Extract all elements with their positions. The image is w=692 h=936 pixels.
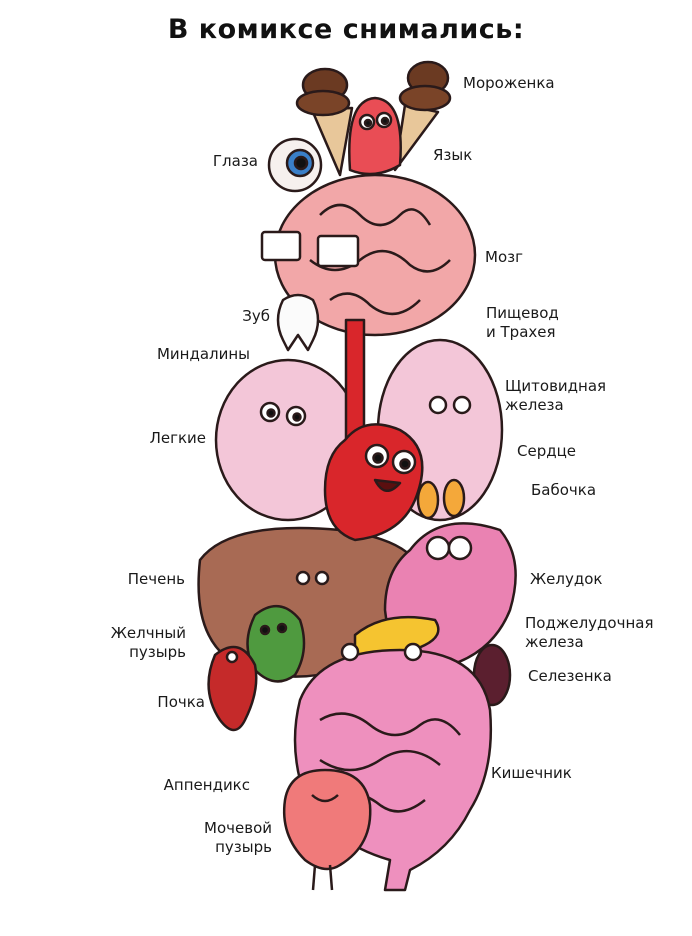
label-tonsils: Миндалины: [156, 345, 250, 363]
label-spleen: Селезенка: [528, 667, 612, 685]
label-gallbladder-line1: Желчный: [110, 624, 186, 642]
label-gallbladder: Желчный пузырь: [80, 624, 186, 662]
label-bladder-line1: Мочевой: [204, 819, 272, 837]
label-bladder-line2: пузырь: [215, 838, 272, 856]
label-pancreas: Поджелудочная железа: [525, 614, 653, 652]
page-title: В комиксе снимались:: [167, 14, 525, 45]
label-esophagus-line1: Пищевод: [486, 304, 559, 322]
label-intestine: Кишечник: [491, 764, 572, 782]
label-thyroid-line2: железа: [505, 396, 564, 414]
label-esophagus: Пищевод и Трахея: [486, 304, 559, 342]
label-liver: Печень: [127, 570, 185, 588]
label-heart: Сердце: [517, 442, 577, 460]
label-lungs: Легкие: [149, 429, 206, 447]
eye-character: [267, 137, 323, 193]
label-butterfly: Бабочка: [531, 481, 597, 499]
label-thyroid: Щитовидная железа: [505, 377, 606, 415]
tooth-character: [276, 293, 320, 352]
label-gallbladder-line2: пузырь: [129, 643, 186, 661]
label-pancreas-line1: Поджелудочная: [525, 614, 654, 632]
label-brain: Мозг: [485, 248, 523, 266]
label-stomach: Желудок: [530, 570, 603, 588]
label-thyroid-line1: Щитовидная: [505, 377, 607, 395]
label-kidney: Почка: [157, 693, 205, 711]
label-eyes: Глаза: [212, 152, 258, 170]
label-ice-cream: Мороженка: [463, 74, 555, 92]
heart-character: [323, 423, 424, 542]
label-pancreas-line2: железа: [525, 633, 584, 651]
brain-character: [260, 173, 477, 337]
tongue-character: [348, 96, 402, 176]
label-appendix: Аппендикс: [163, 776, 250, 794]
label-tooth: Зуб: [242, 307, 270, 325]
bladder-character: [283, 768, 372, 891]
butterfly-character: [416, 478, 466, 520]
label-tongue: Язык: [433, 146, 473, 164]
ice-cream-character: [295, 60, 452, 177]
label-bladder: Мочевой пузырь: [150, 819, 272, 857]
label-esophagus-line2: и Трахея: [486, 323, 556, 341]
gallbladder-character: [246, 605, 306, 683]
kidney-character: [207, 645, 258, 732]
